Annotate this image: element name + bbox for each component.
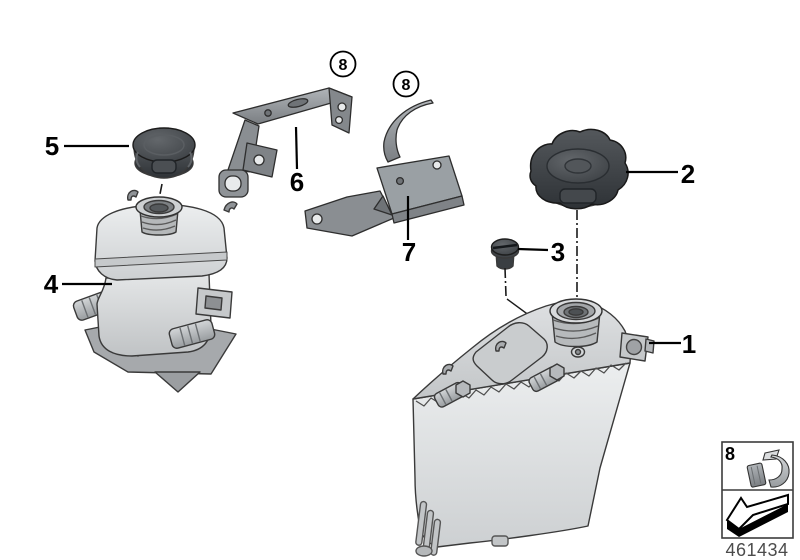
diagram-number: 461434 [725,540,788,560]
legend-clip-cell[interactable]: 8 [725,444,790,488]
part-2-cap [529,128,629,210]
callout-6-label[interactable]: 6 [290,167,304,197]
tank1-side-fitting [619,332,655,362]
bracket7-plate-hole-1 [432,160,442,170]
tank4-mount-gusset [154,371,201,393]
tank1-thread-2 [553,325,599,332]
callout-4-label[interactable]: 4 [44,269,59,299]
part-3-vent-plug [490,238,520,270]
tank4-thread-3 [142,225,176,231]
tank4-right-fitting [168,319,216,349]
legend-direction-cell[interactable] [725,493,789,537]
bracket7-arm [304,190,395,237]
bracket7-plate-lip [391,195,465,224]
callout-7-label[interactable]: 7 [402,237,416,267]
installation-direction-arrow-icon [725,493,789,537]
legend-8-label: 8 [725,444,735,464]
callout-2-label[interactable]: 2 [681,159,695,189]
bracket6-foot-slot [224,175,242,192]
dash-line-plug3 [504,267,507,297]
leader-line-3 [517,247,549,252]
tank1-bottom-nub [491,535,509,547]
bracket6-end-hole-2 [334,115,344,125]
circle-outline [392,70,420,98]
bracket7-gusset [373,195,393,216]
cap5-top-ring [143,134,185,156]
cap5-right-notch [187,151,193,168]
cap5-front-notch [151,159,177,174]
tank1-thread-3 [555,332,597,340]
tank1-clip-b [494,340,507,352]
cap5-top [132,127,196,163]
cap2-boss [564,158,592,174]
leader-line-6 [294,126,299,170]
plug3-slot [492,243,518,250]
bracket6-mid-hole [253,154,265,166]
tank4-thread-2 [141,219,177,226]
cap2-front-notch [559,188,597,204]
tank1-neck-bore [568,308,584,316]
tank4-side-port-hole [204,295,223,311]
tank1-plateau [472,322,548,385]
circled-8b-label: 8 [402,77,411,94]
tank1-clip-a [441,363,454,375]
circled-ref-8-b[interactable]: 8 [392,70,420,98]
bracket6-bar-hole [264,109,272,117]
legend-box: 8 [721,441,794,539]
callout-5-label[interactable]: 5 [45,131,59,161]
bracket7-plate-hole-2 [395,176,405,186]
bracket7-strap [383,99,434,163]
tank4-clip-left [126,189,139,201]
circled-8a-label: 8 [339,57,348,74]
part-7-bracket [304,99,465,237]
circle-outline [329,50,357,78]
bracket6-bar-slot [287,98,309,108]
part-1-expansion-tank [412,298,655,557]
part-6-bracket [218,87,353,198]
tank4-flange [94,251,228,268]
bracket7-arm-hole [311,213,323,225]
tank1-fitting-a [433,380,471,408]
callout-1-label[interactable]: 1 [682,329,696,359]
cap5-left-notch [135,151,141,168]
circled-ref-8-a[interactable]: 8 [329,50,357,78]
tank1-foot [415,545,433,557]
clip-icon [746,449,790,488]
bracket6-end-hole-1 [337,102,347,112]
tank1-vent-port-hole [574,348,582,356]
tank1-fitting-b [528,363,565,393]
tank4-neck-bore [149,203,169,213]
tank4-clip-right [223,201,238,213]
part-4-expansion-tank [72,189,238,393]
part-5-cap [132,127,196,179]
callout-3-label[interactable]: 3 [551,237,565,267]
